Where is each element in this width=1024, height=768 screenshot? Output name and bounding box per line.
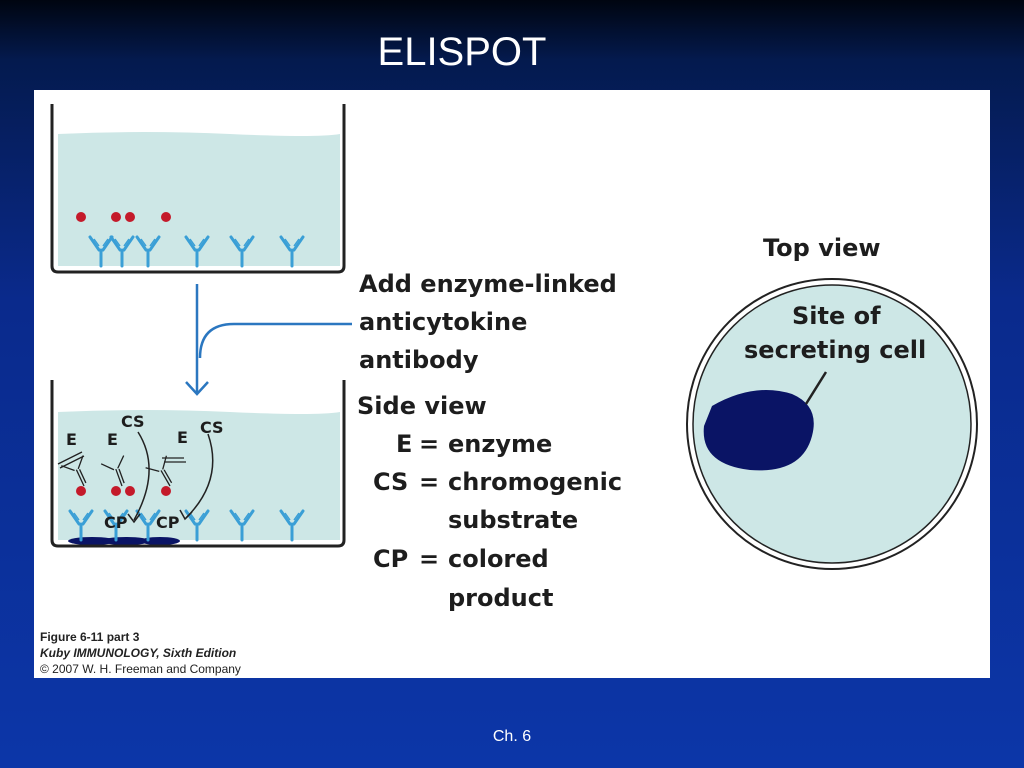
step-text-line-1: Add enzyme-linked <box>359 270 617 298</box>
secreting-cell-spot <box>703 390 814 471</box>
legend-cs-desc-2: substrate <box>448 506 579 534</box>
site-pointer <box>804 371 828 405</box>
site-label-line-1: Site of <box>792 302 881 330</box>
upper-cytokines <box>76 212 171 222</box>
legend-cp-desc-2: product <box>448 584 554 612</box>
book-credit: Kuby IMMUNOLOGY, Sixth Edition <box>40 646 237 660</box>
site-label-line-2: secreting cell <box>744 336 927 364</box>
upper-well <box>50 104 346 274</box>
legend-cp-abbr: CP <box>373 545 409 573</box>
label-e-2: E <box>107 430 118 449</box>
label-cp-1: CP <box>104 513 128 532</box>
label-cp-2: CP <box>156 513 180 532</box>
legend-cs-abbr: CS <box>373 468 409 496</box>
substrate-arrows <box>127 431 214 524</box>
top-view-label: Top view <box>763 234 881 262</box>
copyright-credit: © 2007 W. H. Freeman and Company <box>40 662 241 676</box>
label-e-3: E <box>177 428 188 447</box>
label-cs-1: CS <box>121 412 145 431</box>
step-text-line-2: anticytokine <box>359 308 528 336</box>
side-view-label: Side view <box>357 392 487 420</box>
legend-e-eq: = <box>419 430 440 458</box>
lower-well <box>50 380 346 548</box>
elispot-diagram <box>50 104 978 570</box>
label-e-1: E <box>66 430 77 449</box>
lower-cytokines <box>76 486 171 496</box>
slide-title: ELISPOT <box>377 30 547 74</box>
figure-caption: Figure 6-11 part 3 <box>40 630 140 644</box>
enzyme-linked-antibodies <box>57 451 186 493</box>
legend-cp-eq: = <box>419 545 440 573</box>
top-view-well <box>686 278 978 570</box>
label-cs-2: CS <box>200 418 224 437</box>
legend-cp-desc: colored <box>448 545 549 573</box>
legend-e-desc: enzyme <box>448 430 553 458</box>
legend-e-abbr: E <box>396 430 413 458</box>
step-arrow <box>185 284 352 396</box>
legend-cs-eq: = <box>419 468 440 496</box>
figure-panel: CS CS E E E CP CP Add enzyme-linked anti… <box>34 90 990 678</box>
legend-cs-desc: chromogenic <box>448 468 623 496</box>
step-text-line-3: antibody <box>359 346 479 374</box>
slide-footer: Ch. 6 <box>492 728 532 745</box>
